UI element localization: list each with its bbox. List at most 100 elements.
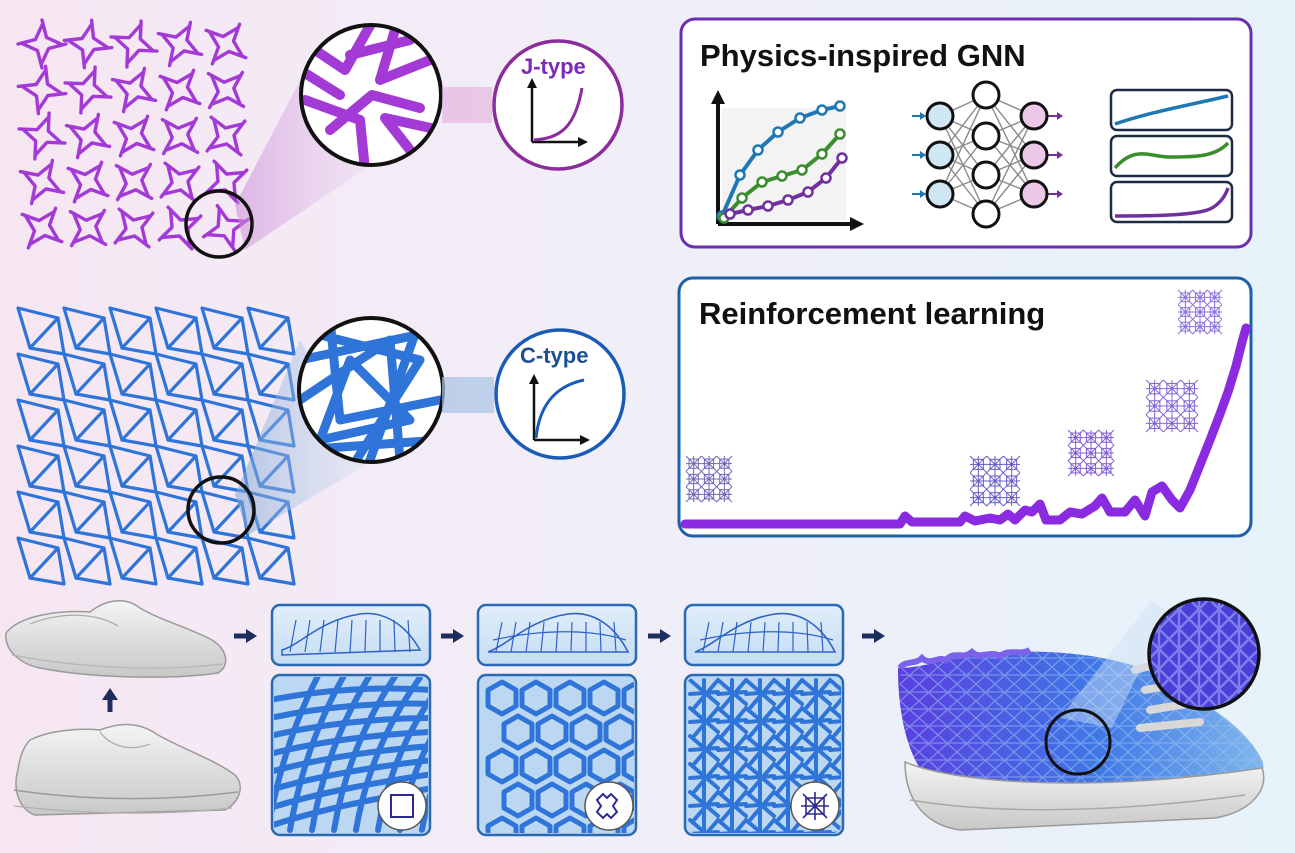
wire-strut bbox=[688, 762, 720, 794]
shoe-wireframe-line bbox=[525, 621, 531, 653]
shoe-zoom-cell bbox=[1168, 658, 1190, 680]
shoe-zoom-cell bbox=[1188, 618, 1210, 640]
rl-panel-title: Reinforcement learning bbox=[699, 296, 1046, 331]
lattice-strut bbox=[200, 398, 244, 442]
gnn-curve-marker bbox=[816, 104, 828, 116]
lattice-strut bbox=[74, 454, 112, 494]
star-unit-icon bbox=[801, 792, 829, 820]
wire-strut bbox=[688, 818, 720, 833]
wire-strut bbox=[772, 678, 804, 710]
shoe-wireframe-line bbox=[510, 621, 517, 653]
lattice-strut bbox=[16, 536, 60, 580]
shoe-lattice-cell bbox=[975, 717, 996, 736]
arrow-right-icon bbox=[234, 629, 257, 643]
lattice-strut bbox=[246, 352, 290, 396]
lattice-strut bbox=[68, 209, 104, 222]
shoe-lattice-cell bbox=[1184, 751, 1205, 770]
shoe-lattice-cell bbox=[994, 683, 1015, 702]
lattice-strut bbox=[62, 536, 106, 580]
lattice-strut bbox=[139, 114, 152, 150]
shoe-lattice-cell bbox=[937, 666, 958, 685]
lattice-strut bbox=[69, 212, 82, 248]
shoe-lattice-cell bbox=[1184, 734, 1205, 753]
wire-strut bbox=[744, 706, 776, 738]
lattice-strut bbox=[258, 546, 296, 586]
lattice-strut bbox=[139, 66, 154, 101]
shoe-wireframe-line bbox=[495, 621, 503, 653]
lattice-strut bbox=[40, 18, 64, 47]
lattice-strut bbox=[117, 207, 152, 222]
lattice-strut bbox=[93, 160, 106, 196]
gnn-curve-marker bbox=[816, 148, 828, 160]
wire-strut bbox=[688, 678, 720, 710]
shoe-zoom-cell bbox=[1208, 618, 1230, 640]
shoe-wireframe-line bbox=[540, 621, 545, 653]
lattice-strut bbox=[63, 69, 97, 86]
lattice-strut bbox=[28, 362, 66, 402]
shoe-lattice-cell bbox=[1108, 717, 1129, 736]
shoe-lattice-cell bbox=[1032, 683, 1053, 702]
nn-output-arrowhead bbox=[1057, 151, 1063, 159]
nn-hidden-node bbox=[971, 121, 1001, 151]
shoe-wireframe bbox=[487, 612, 630, 653]
rl-panel bbox=[677, 276, 1253, 538]
lattice-strut bbox=[154, 398, 198, 442]
j-type-curve-badge bbox=[492, 39, 624, 171]
lattice-strut bbox=[108, 306, 152, 350]
wire-strut bbox=[621, 679, 634, 717]
lattice-strut bbox=[203, 162, 220, 196]
lattice-strut bbox=[120, 454, 158, 494]
wire-strut bbox=[800, 678, 832, 710]
shoe-lattice-cell bbox=[918, 683, 939, 702]
lattice-strut bbox=[20, 41, 44, 70]
shoe-wireframe-line bbox=[407, 619, 411, 653]
lattice-strut bbox=[209, 115, 244, 130]
c-type-curve-badge bbox=[494, 328, 626, 460]
lattice-strut bbox=[28, 316, 66, 356]
shoe-lattice-cell bbox=[956, 734, 977, 753]
shoe-lattice-cell bbox=[994, 717, 1015, 736]
lattice-strut bbox=[47, 158, 62, 193]
connector-c bbox=[442, 377, 494, 413]
wire-strut bbox=[640, 784, 668, 816]
shoe-lattice-cell bbox=[1032, 734, 1053, 753]
lattice-strut bbox=[140, 211, 155, 246]
shoe-zoom-cell bbox=[1208, 698, 1230, 709]
shoe-lattice-cell bbox=[937, 751, 958, 770]
nn-output-arrowhead bbox=[1057, 190, 1063, 198]
nn-output-arrowhead bbox=[1057, 112, 1063, 120]
lattice-strut bbox=[258, 316, 296, 356]
nn-input-node bbox=[925, 140, 955, 170]
lattice-strut bbox=[18, 162, 53, 177]
shoe-lattice-cell bbox=[899, 666, 920, 685]
nn-hidden-node bbox=[971, 199, 1001, 229]
wire-strut bbox=[744, 818, 776, 833]
gnn-curve-marker bbox=[794, 112, 806, 124]
lattice-strut bbox=[62, 352, 106, 396]
wire-strut bbox=[519, 747, 553, 785]
lattice-strut bbox=[64, 116, 99, 131]
wire-strut bbox=[744, 734, 776, 766]
wire-strut bbox=[800, 818, 832, 833]
shoe-lattice-cell bbox=[1241, 700, 1262, 719]
lattice-strut bbox=[21, 127, 38, 161]
arrow-up-icon bbox=[102, 688, 118, 712]
lattice-strut bbox=[186, 165, 201, 200]
wire-strut bbox=[716, 734, 748, 766]
wire-strut bbox=[485, 815, 519, 833]
lattice-strut bbox=[120, 500, 158, 540]
wire-strut bbox=[716, 762, 748, 794]
arrow-right-icon bbox=[648, 629, 671, 643]
shoe-lattice-cell bbox=[956, 717, 977, 736]
shoe-lattice-cell bbox=[1051, 683, 1072, 702]
shoe-lattice-cell bbox=[994, 751, 1015, 770]
cross-unit-icon bbox=[595, 792, 619, 820]
shoe-wireframe-line bbox=[762, 621, 766, 653]
wire-strut bbox=[800, 706, 832, 738]
shoe-lattice-cell bbox=[975, 751, 996, 770]
gnn-curve-marker bbox=[756, 176, 768, 188]
neural-network bbox=[912, 80, 1063, 229]
wire-strut bbox=[553, 747, 587, 785]
lattice-strut bbox=[166, 546, 204, 586]
j-type-lattice bbox=[16, 18, 251, 253]
